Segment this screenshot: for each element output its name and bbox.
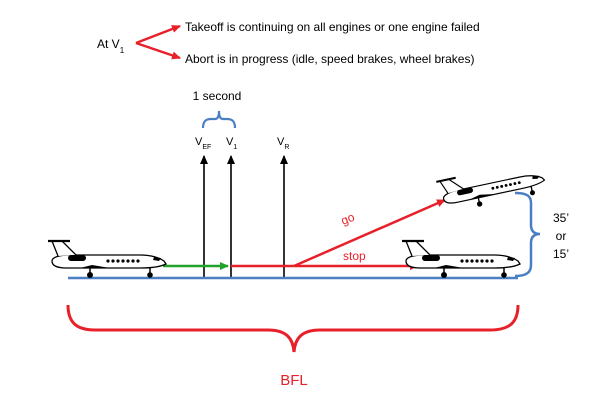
go-label: go: [339, 210, 357, 228]
vef-label: VEF: [195, 136, 211, 151]
v1-label: V1: [226, 136, 237, 151]
abort-arrow: [135, 41, 181, 60]
one-second-label: 1 second: [193, 89, 242, 103]
one-second-brace: [201, 110, 237, 129]
go-arrow: [293, 198, 446, 268]
vr-label: VR: [277, 136, 289, 151]
jet-aircraft-icon: [46, 239, 168, 280]
continue-arrow: [135, 24, 181, 45]
height-brace: [514, 191, 541, 278]
stop-label: stop: [343, 249, 366, 263]
bfl-label: BFL: [280, 372, 308, 389]
height-line-1: 35’: [553, 211, 569, 225]
continue-text: Takeoff is continuing on all engines or …: [185, 20, 480, 34]
bfl-brace: [66, 304, 520, 353]
abort-text: Abort is in progress (idle, speed brakes…: [185, 52, 474, 66]
jet-aircraft-icon: [400, 239, 522, 280]
height-line-2: or: [556, 229, 567, 243]
at-v1-label: At V1: [97, 37, 125, 55]
height-line-3: 15’: [553, 247, 569, 261]
